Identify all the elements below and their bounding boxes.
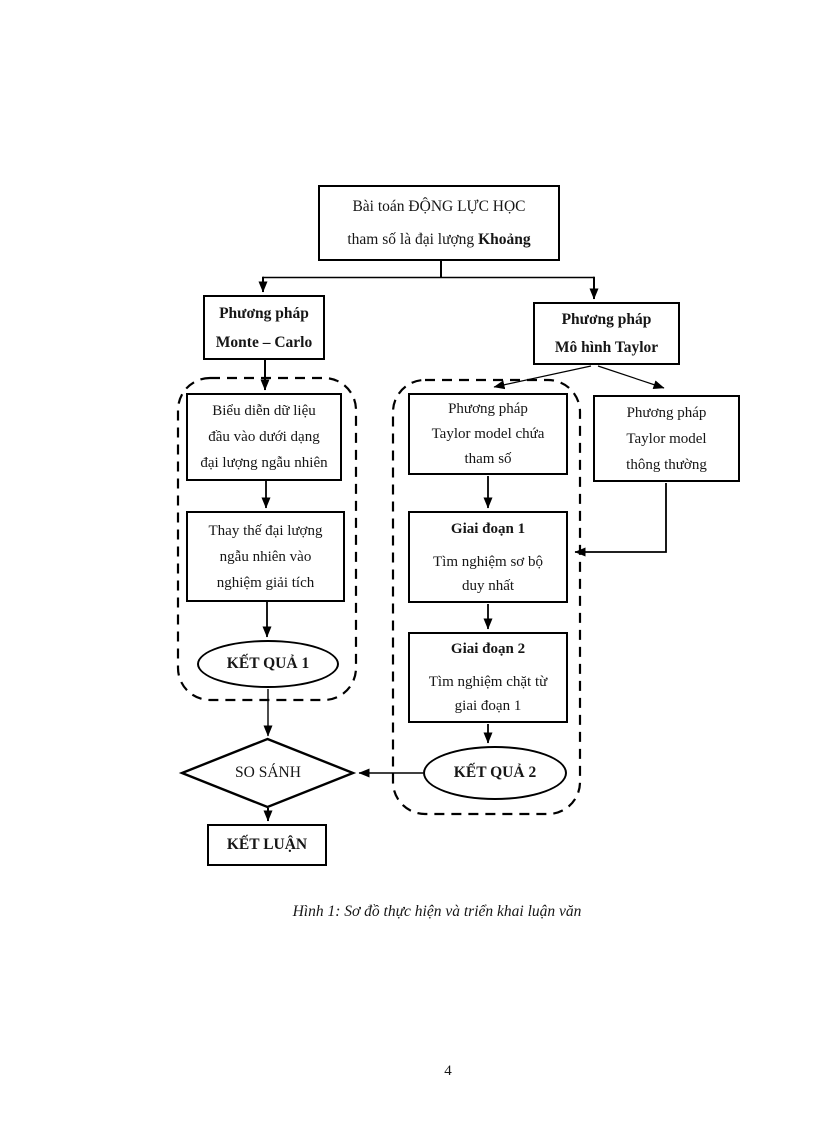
stage2-box: Giai đoạn 2 Tìm nghiệm chặt từ giai đoạn… — [408, 632, 568, 723]
problem-line2: tham số là đại lượng Khoảng — [347, 231, 531, 248]
result1-ellipse: KẾT QUẢ 1 — [197, 640, 339, 688]
stage1-box: Giai đoạn 1 Tìm nghiệm sơ bộ duy nhất — [408, 511, 568, 603]
monte-carlo-header-box: Phương pháp Monte – Carlo — [203, 295, 325, 360]
compare-diamond — [178, 737, 357, 809]
problem-line1: Bài toán ĐỘNG LỰC HỌC — [352, 198, 526, 215]
taylor-normal-box: Phương pháp Taylor model thông thường — [593, 395, 740, 482]
compare-label: SO SÁNH — [235, 764, 301, 781]
page-number: 4 — [444, 1063, 452, 1079]
figure-caption: Hình 1: Sơ đồ thực hiện và triển khai lu… — [292, 903, 582, 920]
monte-step2-box: Thay thế đại lượng ngẫu nhiên vào nghiệm… — [186, 511, 345, 602]
taylor-param-box: Phương pháp Taylor model chứa tham số — [408, 393, 568, 475]
taylor-dashed-container — [391, 378, 582, 816]
monte-carlo-dashed-container — [176, 376, 358, 702]
stage1-title: Giai đoạn 1 — [450, 520, 526, 537]
stage2-title: Giai đoạn 2 — [450, 641, 526, 657]
monte-step1-box: Biểu diễn dữ liệu đầu vào dưới dạng đại … — [186, 393, 342, 481]
taylor-header-box: Phương pháp Mô hình Taylor — [533, 302, 680, 365]
conclusion-box: KẾT LUẬN — [207, 824, 327, 866]
result2-ellipse: KẾT QUẢ 2 — [423, 746, 567, 800]
problem-box: Bài toán ĐỘNG LỰC HỌC tham số là đại lượ… — [318, 185, 560, 261]
